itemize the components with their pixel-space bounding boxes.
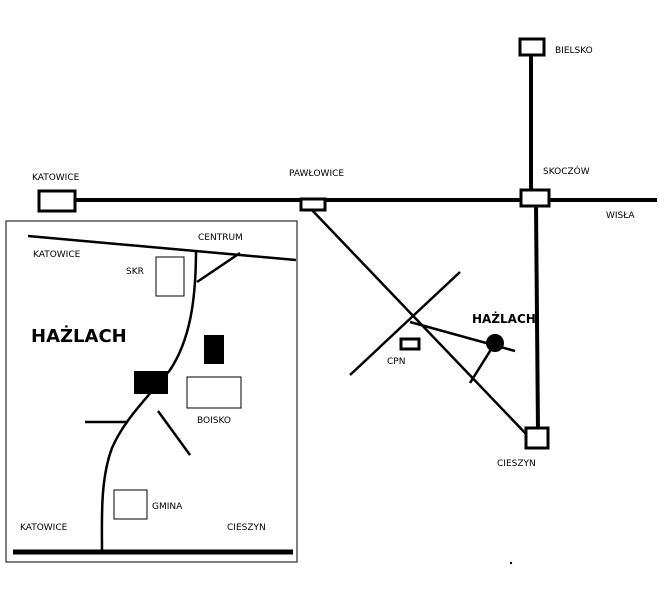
label-bielsko: BIELSKO	[555, 46, 593, 56]
inset-label-katowice-top: KATOWICE	[33, 250, 81, 260]
building-skr	[155, 256, 185, 297]
node-skoczow	[519, 188, 551, 208]
label-hazlach: HAŻLACH	[472, 311, 536, 326]
inset-label-hazlach: HAŻLACH	[31, 325, 127, 347]
inset-label-katowice-bottom: KATOWICE	[20, 523, 68, 533]
building-gmina	[113, 489, 148, 520]
road-skoczow-cieszyn	[533, 202, 541, 435]
node-cpn	[399, 337, 421, 351]
node-katowice	[37, 189, 77, 213]
label-cieszyn: CIESZYN	[497, 459, 536, 469]
road-crossing	[349, 271, 461, 376]
node-bielsko	[518, 37, 546, 57]
road-pawlowice-cieszyn	[309, 207, 529, 437]
inset-label-boisko: BOISKO	[197, 416, 231, 426]
building-black-2	[134, 371, 168, 394]
node-hazlach-dot	[486, 334, 504, 352]
stray-dot	[509, 561, 513, 565]
inset-label-skr: SKR	[126, 267, 144, 277]
inset-label-centrum: CENTRUM	[198, 233, 243, 243]
label-katowice: KATOWICE	[32, 173, 80, 183]
label-pawlowice: PAWŁOWICE	[289, 169, 344, 179]
main-map: BIELSKO KATOWICE PAWŁOWICE SKOCZÓW WISŁA…	[32, 37, 657, 469]
label-cpn: CPN	[387, 357, 405, 367]
building-black-1	[204, 335, 224, 364]
inset-label-cieszyn: CIESZYN	[227, 523, 266, 533]
inset-main-road	[100, 249, 198, 553]
inset-map: KATOWICE CENTRUM SKR HAŻLACH BOISKO GMIN…	[5, 220, 298, 563]
node-cieszyn	[524, 426, 550, 450]
label-skoczow: SKOCZÓW	[543, 165, 590, 177]
inset-road-boisko	[156, 410, 192, 456]
inset-road-skr-branch	[196, 251, 241, 284]
inset-road-top	[27, 234, 297, 262]
node-pawlowice	[299, 197, 327, 212]
building-boisko	[186, 376, 242, 409]
inset-label-gmina: GMINA	[152, 502, 183, 512]
label-wisla: WISŁA	[606, 211, 635, 221]
